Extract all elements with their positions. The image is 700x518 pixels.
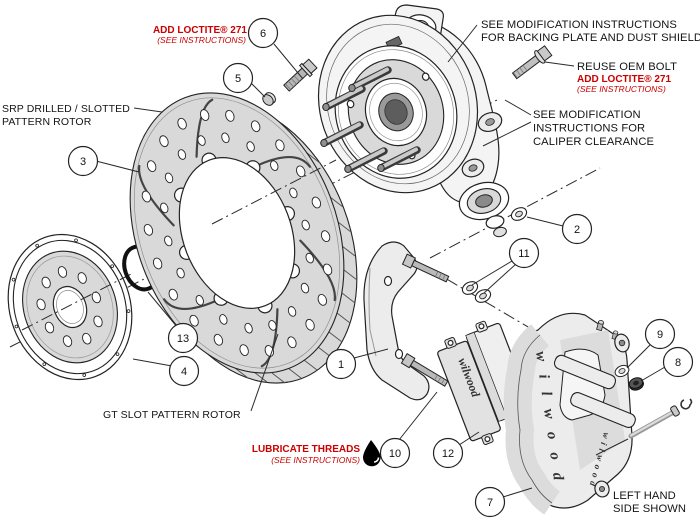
ball-joint-boss [458,181,510,221]
svg-text:9: 9 [657,329,663,341]
svg-text:12: 12 [442,448,454,460]
retaining-clip [680,398,693,410]
svg-text:8: 8 [675,357,681,369]
svg-text:7: 7 [487,497,493,509]
pad-retaining-pin [595,405,680,456]
caliper-bridge-2 [570,392,636,428]
srp-rotor [129,92,358,384]
svg-text:2: 2 [574,224,580,236]
callout-9: 9 [644,318,676,350]
lubricant-drop-icon [363,440,381,467]
callout-6: 6 [247,17,279,49]
label-see-instructions-right: (SEE INSTRUCTIONS) [577,84,666,94]
svg-text:6: 6 [260,28,266,40]
label-backing-line2: FOR BACKING PLATE AND DUST SHIELD [481,32,700,44]
svg-text:13: 13 [177,333,189,345]
caliper-bridge-1 [553,354,617,390]
bleed-screw [596,320,604,332]
mounting-bracket [363,241,450,401]
label-clearance-line3: CALIPER CLEARANCE [533,136,654,148]
svg-text:11: 11 [518,248,529,260]
callout-8: 8 [662,346,694,378]
brake-pad-inner: wilwood [437,337,501,445]
callouts: 6 5 3 13 4 1 2 11 10 12 9 8 7 [67,17,694,518]
label-clearance-line1: SEE MODIFICATION [533,109,641,121]
caliper: wilwood wilwood [503,312,636,515]
leader-lines [95,24,666,498]
oem-bolt [511,45,553,80]
label-see-instructions-top: (SEE INSTRUCTIONS) [157,35,246,45]
svg-text:3: 3 [80,156,86,168]
label-backing-line1: SEE MODIFICATION INSTRUCTIONS [481,19,677,31]
label-left-hand-line2: SIDE SHOWN [613,503,686,515]
svg-text:5: 5 [235,73,241,85]
rotor-hat [7,233,133,381]
label-srp-rotor-line2: PATTERN ROTOR [2,116,92,128]
svg-text:4: 4 [181,366,187,378]
label-lubricate-threads: LUBRICATE THREADS [252,444,360,455]
label-left-hand-line1: LEFT HAND [613,490,676,502]
bracket-bolt-lower [400,352,449,387]
loctite-bolt [283,58,318,92]
callout-12: 12 [432,437,464,469]
label-reuse-oem-bolt: REUSE OEM BOLT [577,61,677,73]
callout-1: 1 [325,348,357,380]
rotor-vane-ticks [234,152,358,384]
bracket-bolt-upper [401,253,450,283]
callout-7: 7 [474,486,506,518]
callout-4: 4 [168,355,200,387]
wheel-studs [320,66,421,174]
lock-nut-8 [628,377,644,391]
label-gt-rotor: GT SLOT PATTERN ROTOR [103,409,241,421]
callout-10: 10 [379,437,411,469]
axis-over-rotor [211,159,337,225]
label-clearance-line2: INSTRUCTIONS FOR [533,123,645,135]
rotor-center-opening [173,152,301,314]
svg-text:1: 1 [338,359,344,371]
flange-nut-5 [262,92,276,106]
callout-3: 3 [67,145,99,177]
annotations: SRP DRILLED / SLOTTED PATTERN ROTOR ADD … [2,19,700,515]
caliper-mount-ear-lower [461,158,485,178]
label-see-instructions-bottom: (SEE INSTRUCTIONS) [271,455,360,465]
washer-item-2 [508,204,530,224]
callout-2: 2 [561,213,593,245]
callout-13: 13 [167,322,199,354]
label-add-loctite-right: ADD LOCTITE® 271 [577,74,671,85]
callout-5: 5 [222,62,254,94]
svg-text:10: 10 [389,448,401,460]
hub-knuckle-assembly [317,4,510,238]
callout-11: 11 [508,237,540,269]
caliper-mount-ear-upper [477,111,503,133]
label-srp-rotor-line1: SRP DRILLED / SLOTTED [2,103,130,115]
label-add-loctite-top: ADD LOCTITE® 271 [153,25,247,36]
